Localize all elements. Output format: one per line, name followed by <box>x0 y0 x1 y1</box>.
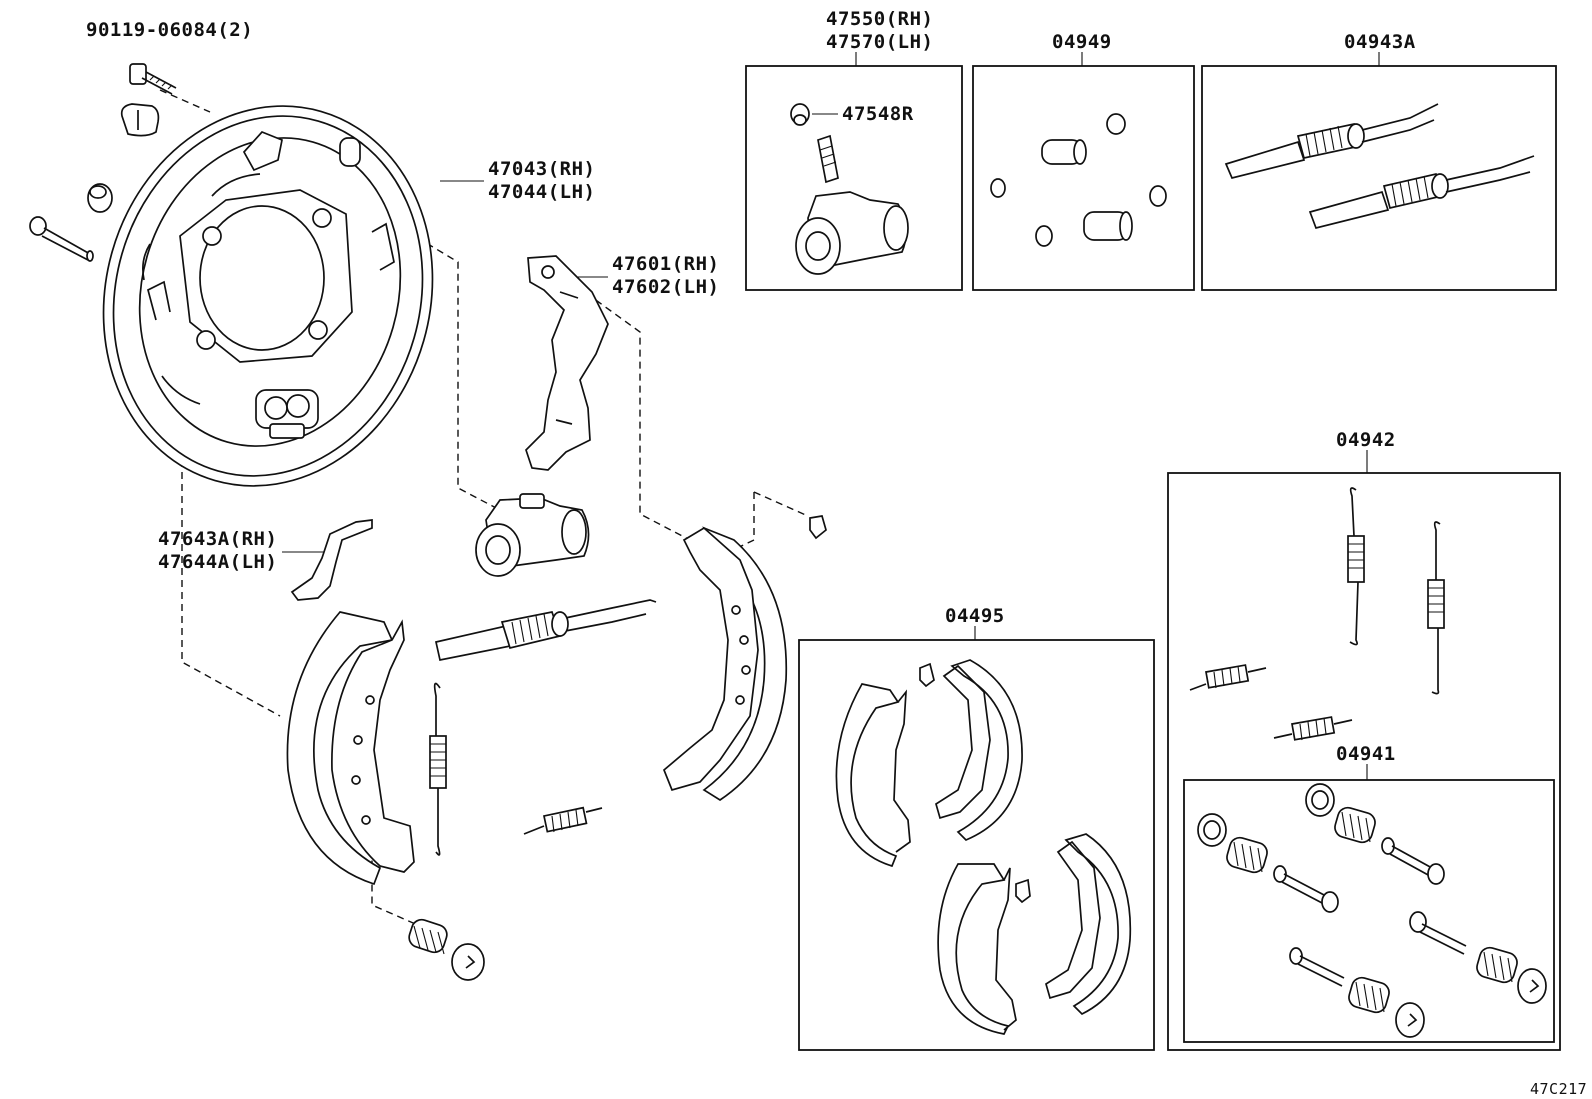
spring-kit-spring-2-icon[interactable] <box>1427 521 1445 695</box>
bleeder-plug-icon[interactable] <box>790 103 810 126</box>
kit-box-spring-kit <box>1167 472 1561 1051</box>
kit-box-shoe-kit <box>798 639 1155 1051</box>
shoe-kit-shoe-3-icon[interactable] <box>937 863 1017 1035</box>
label-adjuster-kit[interactable]: 04943A <box>1344 31 1416 53</box>
hold-down-kit-cup-4-icon[interactable] <box>1395 1002 1425 1038</box>
hold-down-kit-pin-3-icon[interactable] <box>1409 911 1467 955</box>
label-bolt[interactable]: 90119-06084(2) <box>86 19 253 41</box>
kit-box-adjuster-kit <box>1201 65 1557 291</box>
adjuster-kit-lower-icon[interactable] <box>1308 155 1535 230</box>
label-backing-plate-rh[interactable]: 47043(RH) <box>488 158 595 180</box>
bolt-icon[interactable] <box>129 63 177 95</box>
shoe-kit-clip-2-icon[interactable] <box>1015 878 1031 904</box>
label-spring-kit[interactable]: 04942 <box>1336 429 1396 451</box>
hold-down-kit-pin-4-icon[interactable] <box>1289 947 1345 987</box>
label-backing-plate-lh[interactable]: 47044(LH) <box>488 181 595 203</box>
bleeder-screw-icon[interactable] <box>817 134 839 184</box>
parking-lever-icon[interactable] <box>525 255 609 471</box>
hold-down-cup-icon[interactable] <box>451 943 485 981</box>
label-cylinder-kit[interactable]: 04949 <box>1052 31 1112 53</box>
figure-code: 47C217 <box>1530 1080 1587 1098</box>
adjuster-kit-upper-icon[interactable] <box>1224 103 1439 180</box>
boot-icon[interactable] <box>990 113 1167 247</box>
shoe-kit-shoe-4-icon[interactable] <box>1045 833 1132 1016</box>
adjusting-spring-icon[interactable] <box>523 806 603 835</box>
hold-down-kit-spring-3-icon[interactable] <box>1475 945 1520 984</box>
hold-down-kit-cup-2-icon[interactable] <box>1305 783 1335 817</box>
hold-down-kit-cup-1-icon[interactable] <box>1197 813 1227 847</box>
kit-box-wheel-cylinder <box>745 65 963 291</box>
kit-box-cylinder-kit <box>972 65 1195 291</box>
hold-down-kit-pin-1-icon[interactable] <box>1273 865 1339 913</box>
clip-icon[interactable] <box>809 515 827 540</box>
spring-kit-spring-1-icon[interactable] <box>1347 487 1365 646</box>
label-hold-down-kit[interactable]: 04941 <box>1336 743 1396 765</box>
spring-kit-spring-4-icon[interactable] <box>1273 716 1353 741</box>
shoe-strut-icon[interactable] <box>290 519 373 601</box>
shoe-kit-shoe-2-icon[interactable] <box>935 659 1023 842</box>
shoe-kit-clip-1-icon[interactable] <box>919 662 935 688</box>
shoe-kit-shoe-1-icon[interactable] <box>835 683 911 868</box>
hold-down-kit-spring-2-icon[interactable] <box>1333 805 1378 844</box>
hold-down-kit-cup-3-icon[interactable] <box>1517 968 1547 1004</box>
pin-icon[interactable] <box>29 216 94 262</box>
hold-down-kit-spring-4-icon[interactable] <box>1347 975 1392 1014</box>
grommet-icon[interactable] <box>120 103 160 137</box>
kit-box-hold-down-kit <box>1183 779 1555 1043</box>
return-spring-icon[interactable] <box>429 682 447 856</box>
rear-brake-shoe-right-icon[interactable] <box>662 526 788 802</box>
label-wheel-cylinder-lh[interactable]: 47570(LH) <box>826 31 933 53</box>
label-shoe-kit[interactable]: 04495 <box>945 605 1005 627</box>
piston-icon[interactable] <box>1083 211 1133 241</box>
label-lever-rh[interactable]: 47601(RH) <box>612 253 719 275</box>
hold-down-kit-pin-2-icon[interactable] <box>1381 837 1445 885</box>
rear-brake-shoe-left-icon[interactable] <box>286 611 415 886</box>
label-wheel-cylinder-rh[interactable]: 47550(RH) <box>826 8 933 30</box>
label-strut-rh[interactable]: 47643A(RH) <box>158 528 277 550</box>
wheel-cylinder-icon[interactable] <box>475 493 590 577</box>
adjuster-icon[interactable] <box>434 599 657 661</box>
label-bleeder-plug[interactable]: 47548R <box>842 103 914 125</box>
plug-icon[interactable] <box>87 183 113 213</box>
backing-plate-icon[interactable] <box>59 67 476 525</box>
hold-down-spring-icon[interactable] <box>407 917 450 955</box>
wheel-cylinder-kit-icon[interactable] <box>795 191 909 275</box>
spring-kit-spring-3-icon[interactable] <box>1189 664 1267 691</box>
label-lever-lh[interactable]: 47602(LH) <box>612 276 719 298</box>
piston-cup-icon[interactable] <box>1041 139 1087 165</box>
label-strut-lh[interactable]: 47644A(LH) <box>158 551 277 573</box>
hold-down-kit-spring-1-icon[interactable] <box>1225 835 1270 874</box>
